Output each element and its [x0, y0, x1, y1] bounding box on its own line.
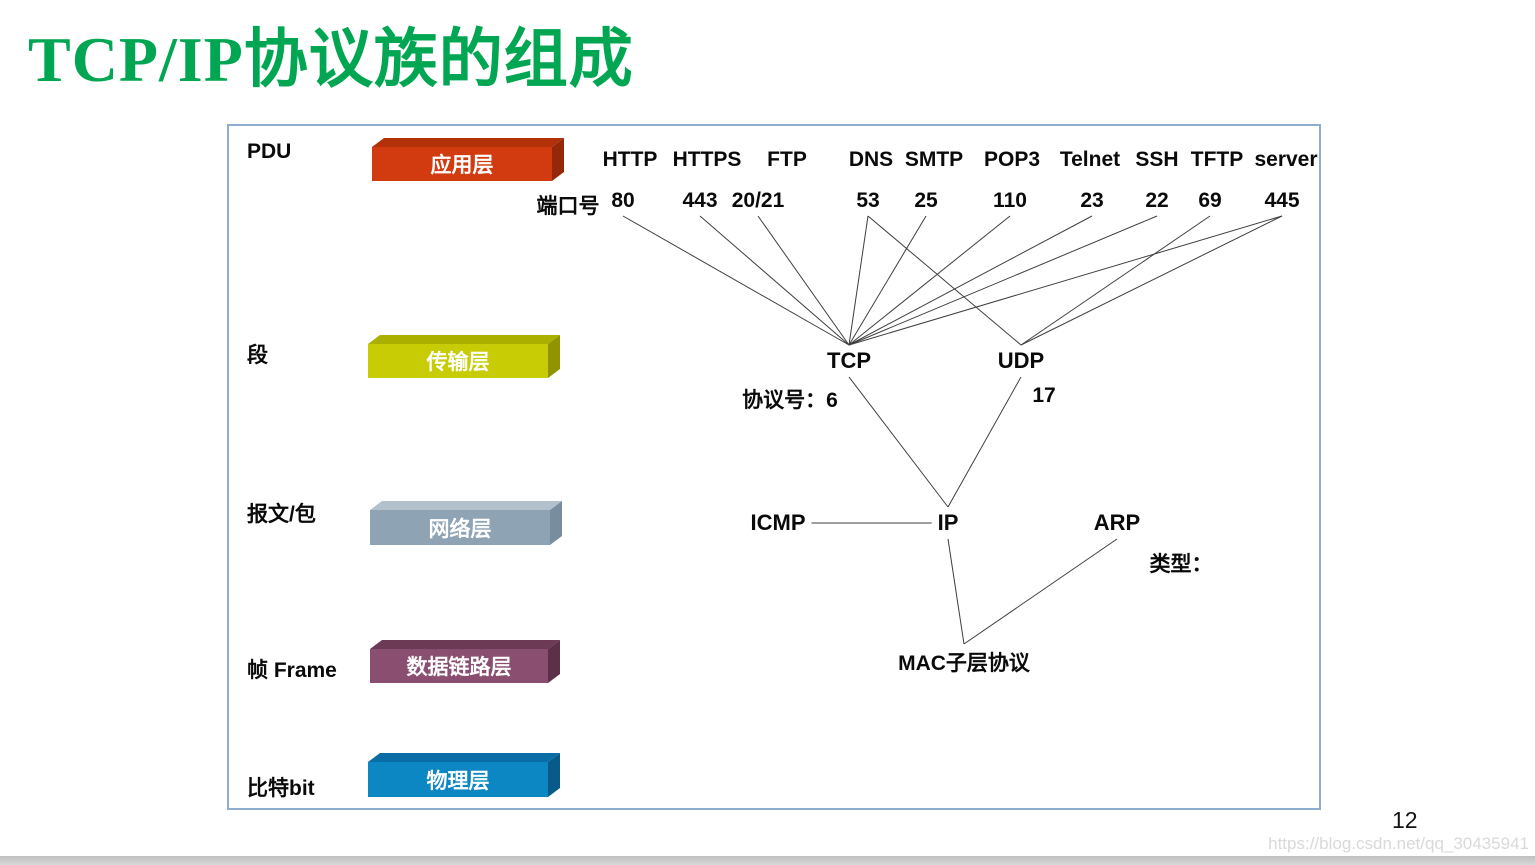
arp-type-label: 类型：: [1149, 553, 1213, 576]
layer-box-label: 传输层: [368, 344, 548, 378]
node-icmp: ICMP: [750, 510, 806, 535]
protocol-label-tftp: TFTP: [1190, 148, 1244, 171]
protocol-label-ftp: FTP: [767, 148, 807, 171]
box-top-face: [370, 501, 562, 510]
layer-box-network: 网络层: [370, 501, 562, 545]
protocol-label-https: HTTPS: [672, 148, 742, 171]
layer-box-physical: 物理层: [368, 753, 560, 797]
port-row-label: 端口号: [536, 195, 600, 218]
node-ip: IP: [937, 510, 959, 535]
protocol-label-ssh: SSH: [1135, 148, 1179, 171]
protocol-label-http: HTTP: [602, 148, 658, 171]
port-number: 53: [856, 189, 880, 212]
box-top-face: [372, 138, 564, 147]
port-number: 443: [682, 189, 718, 212]
node-udp: UDP: [997, 348, 1045, 373]
box-side-face: [548, 640, 560, 683]
udp-protocol-number-label: 17: [1032, 384, 1056, 407]
layer-box-label: 应用层: [372, 147, 552, 181]
port-number: 23: [1080, 189, 1104, 212]
box-top-face: [368, 753, 560, 762]
pdu-label-datalink: 帧 Frame: [247, 659, 337, 682]
port-number: 445: [1264, 189, 1300, 212]
layer-box-transport: 传输层: [368, 335, 560, 378]
layer-box-label: 数据链路层: [370, 649, 548, 683]
port-number: 20/21: [731, 189, 785, 212]
port-number: 69: [1198, 189, 1222, 212]
page-title: TCP/IP协议族的组成: [28, 24, 634, 95]
box-side-face: [548, 335, 560, 378]
page-number: 12: [1392, 807, 1418, 833]
bottom-scrollbar[interactable]: [0, 856, 1535, 865]
box-side-face: [548, 753, 560, 797]
box-side-face: [550, 501, 562, 545]
tcp-protocol-number-label: 协议号：6: [742, 389, 838, 412]
diagram-panel: [227, 124, 1321, 810]
box-side-face: [552, 138, 564, 181]
pdu-label-application: PDU: [247, 140, 292, 163]
box-top-face: [370, 640, 560, 649]
protocol-label-dns: DNS: [848, 148, 894, 171]
layer-box-datalink: 数据链路层: [370, 640, 560, 683]
layer-box-label: 网络层: [370, 510, 550, 545]
port-number: 80: [611, 189, 635, 212]
layer-box-label: 物理层: [368, 762, 548, 797]
pdu-label-network: 报文/包: [247, 503, 316, 526]
layer-box-application: 应用层: [372, 138, 564, 181]
port-number: 110: [993, 189, 1027, 212]
node-tcp: TCP: [827, 348, 871, 373]
protocol-label-pop3: POP3: [983, 148, 1041, 171]
watermark: https://blog.csdn.net/qq_30435941: [1268, 834, 1529, 853]
protocol-label-server: server: [1254, 148, 1318, 171]
pdu-label-transport: 段: [247, 344, 268, 367]
box-top-face: [368, 335, 560, 344]
port-number: 22: [1145, 189, 1169, 212]
node-mac-sublayer: MAC子层协议: [898, 652, 1030, 675]
pdu-label-physical: 比特bit: [247, 777, 315, 800]
protocol-label-telnet: Telnet: [1059, 148, 1121, 171]
node-arp: ARP: [1093, 510, 1141, 535]
protocol-label-smtp: SMTP: [904, 148, 964, 171]
port-number: 25: [914, 189, 938, 212]
